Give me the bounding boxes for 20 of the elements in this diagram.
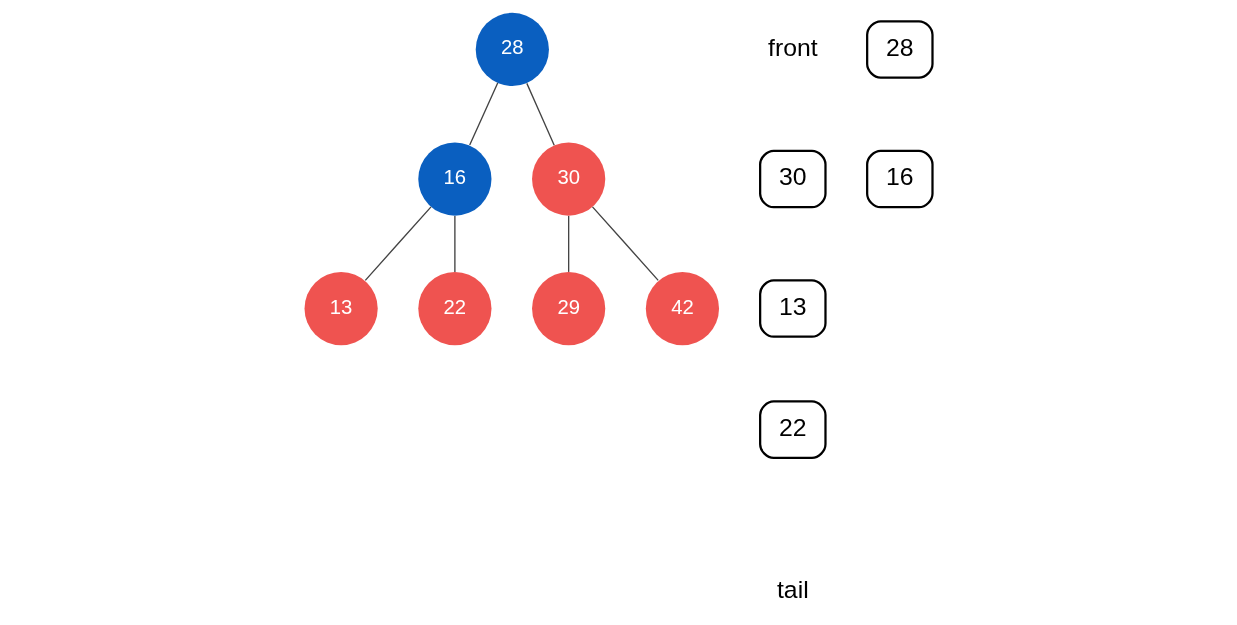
node-circle: 42	[645, 271, 720, 346]
node-box: 13	[759, 279, 827, 338]
connector	[454, 215, 456, 273]
node-box: 28	[866, 20, 934, 79]
connector	[526, 82, 555, 146]
node-circle: 22	[418, 271, 492, 346]
connector	[591, 206, 659, 281]
node-circle: 28	[475, 12, 549, 87]
label: tail	[776, 576, 809, 604]
connector	[568, 215, 570, 273]
node-circle: 29	[532, 271, 606, 346]
node-box: 30	[759, 149, 827, 209]
node-box: 16	[866, 149, 934, 209]
connector	[364, 206, 432, 281]
label: front	[768, 33, 818, 61]
node-box: 22	[759, 400, 827, 459]
node-circle: 13	[304, 271, 378, 346]
node-circle: 30	[532, 142, 606, 216]
connector	[469, 82, 499, 146]
node-circle: 16	[418, 142, 492, 216]
